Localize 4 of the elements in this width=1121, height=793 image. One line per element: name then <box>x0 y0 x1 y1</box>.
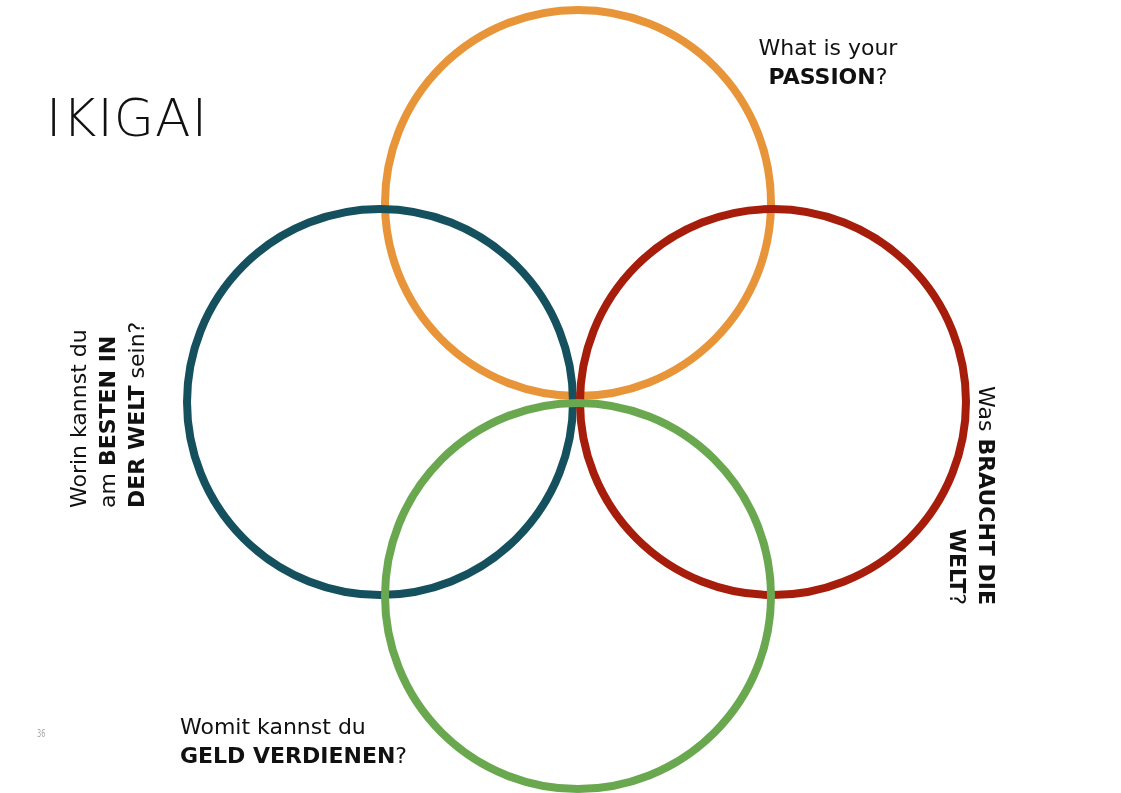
page-number: 36 <box>37 727 46 740</box>
question-text: Womit kannst du GELD VERDIENEN? <box>180 713 409 770</box>
question-text: What is your PASSION? <box>757 34 899 91</box>
title: IKIGAI <box>46 88 208 148</box>
